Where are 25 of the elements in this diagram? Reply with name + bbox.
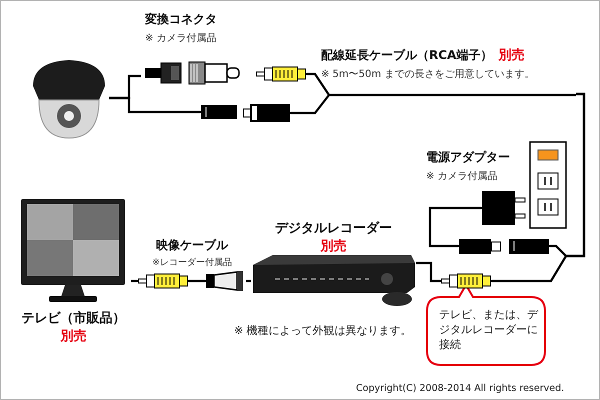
component-label: 映像ケーブル — [156, 237, 228, 254]
component-label: テレビ（市販品） — [22, 310, 126, 327]
note-text: ※レコーダー付属品 — [152, 256, 232, 269]
component-label: 電源アダプター — [426, 149, 510, 166]
component-label: 変換コネクタ — [145, 11, 217, 28]
dc-jack-drawing — [201, 105, 237, 119]
note-text: ※ 機種によって外観は異なります。 — [234, 323, 412, 338]
rca-plug-drawing — [441, 273, 491, 289]
copyright-text: Copyright(C) 2008-2014 All rights reserved. — [356, 383, 564, 394]
power-outlet-drawing — [529, 141, 567, 229]
cable-line — [246, 280, 251, 282]
sold-separately-note: 別売 — [320, 238, 346, 255]
callout-text: テレビ、または、デジタルレコーダーに接続 — [439, 308, 539, 353]
cable-line — [416, 262, 441, 282]
sold-separately-note: 別売 — [498, 47, 524, 64]
component-label: デジタルレコーダー — [275, 220, 392, 237]
note-text: ※ カメラ付属品 — [145, 32, 217, 45]
sold-separately-note: 別売 — [60, 328, 86, 345]
dc-jack-drawing — [509, 239, 549, 254]
cable-line — [109, 96, 201, 114]
cable-line — [549, 92, 586, 258]
note-text: ※ カメラ付属品 — [426, 170, 498, 183]
note-text: ※ 5m〜50m までの長さをご用意しています。 — [321, 68, 534, 81]
cable-line — [131, 280, 138, 282]
component-label: 配線延長ケーブル（RCA端子） — [321, 47, 492, 64]
